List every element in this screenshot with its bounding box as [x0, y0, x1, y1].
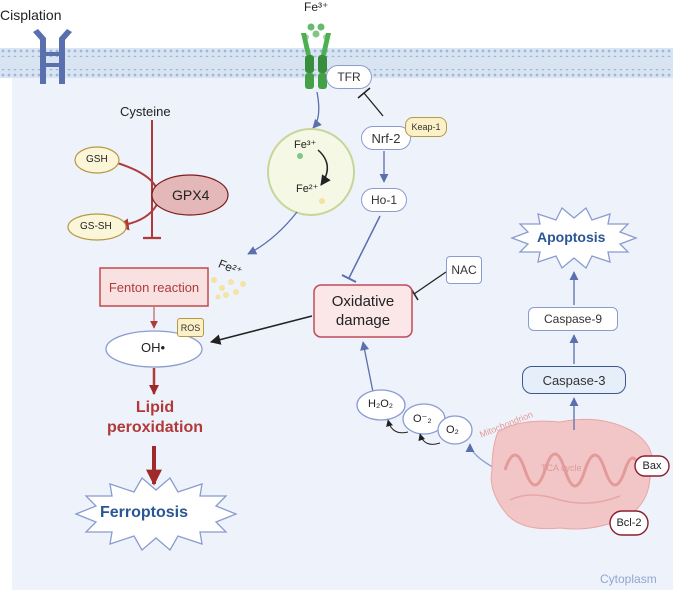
oxygen-node: [437, 415, 473, 445]
gssh-label: GS-SH: [80, 221, 112, 232]
nrf2-node: Nrf-2: [361, 126, 411, 150]
apoptosis-label: Apoptosis: [537, 229, 606, 245]
h2o2-label: H₂O₂: [368, 398, 394, 410]
fenton-reaction-label: Fenton reaction: [108, 279, 200, 295]
fe3-vesicle-label: Fe³⁺: [294, 139, 317, 151]
transferrin-receptor-icon: [301, 23, 331, 89]
caspase9-node: Caspase-9: [528, 307, 618, 331]
hydroxyl-radical-node: [105, 330, 203, 368]
tfr-node: TFR: [326, 65, 372, 89]
lipid-peroxidation-label: Lipid peroxidation: [106, 399, 203, 436]
tca-cycle-label: TCA cycle: [541, 463, 582, 473]
h2o2-node: [356, 389, 406, 421]
gsh-label: GSH: [86, 154, 108, 165]
gpx4-label: GPX4: [172, 187, 210, 203]
caspase3-node: Caspase-3: [522, 366, 626, 394]
cysteine-label: Cysteine: [120, 104, 171, 119]
ferroptosis-label: Ferroptosis: [100, 504, 189, 521]
fe3-top-label: Fe³⁺: [304, 0, 329, 14]
oxygen-label: O₂: [446, 424, 459, 436]
iron-vesicle: [267, 128, 355, 216]
nac-node: NAC: [446, 256, 482, 284]
keap1-node: Keap-1: [405, 117, 447, 137]
oxidative-damage-label: Oxidative damage: [331, 293, 395, 329]
free-iron-dots: [211, 277, 246, 300]
oxidative-damage-box: [313, 284, 413, 338]
ferroptosis-starburst: [74, 476, 238, 552]
cisplation-label: Cisplation: [0, 7, 62, 23]
fenton-reaction-box: [99, 267, 209, 307]
fe2-vesicle-label: Fe²⁺: [296, 183, 319, 195]
cytoplasm-label: Cytoplasm: [600, 572, 657, 586]
apoptosis-starburst: [510, 206, 638, 270]
bax-node: Bax: [642, 460, 662, 472]
cisplation-receptor-icon: [33, 29, 72, 84]
hydroxyl-radical-label: OH•: [141, 340, 166, 355]
superoxide-label: O⁻₂: [413, 413, 432, 425]
bcl2-node: Bcl-2: [616, 517, 642, 529]
ros-badge: ROS: [177, 318, 204, 337]
gpx4-node: [151, 174, 229, 216]
ho1-node: Ho-1: [361, 188, 407, 212]
